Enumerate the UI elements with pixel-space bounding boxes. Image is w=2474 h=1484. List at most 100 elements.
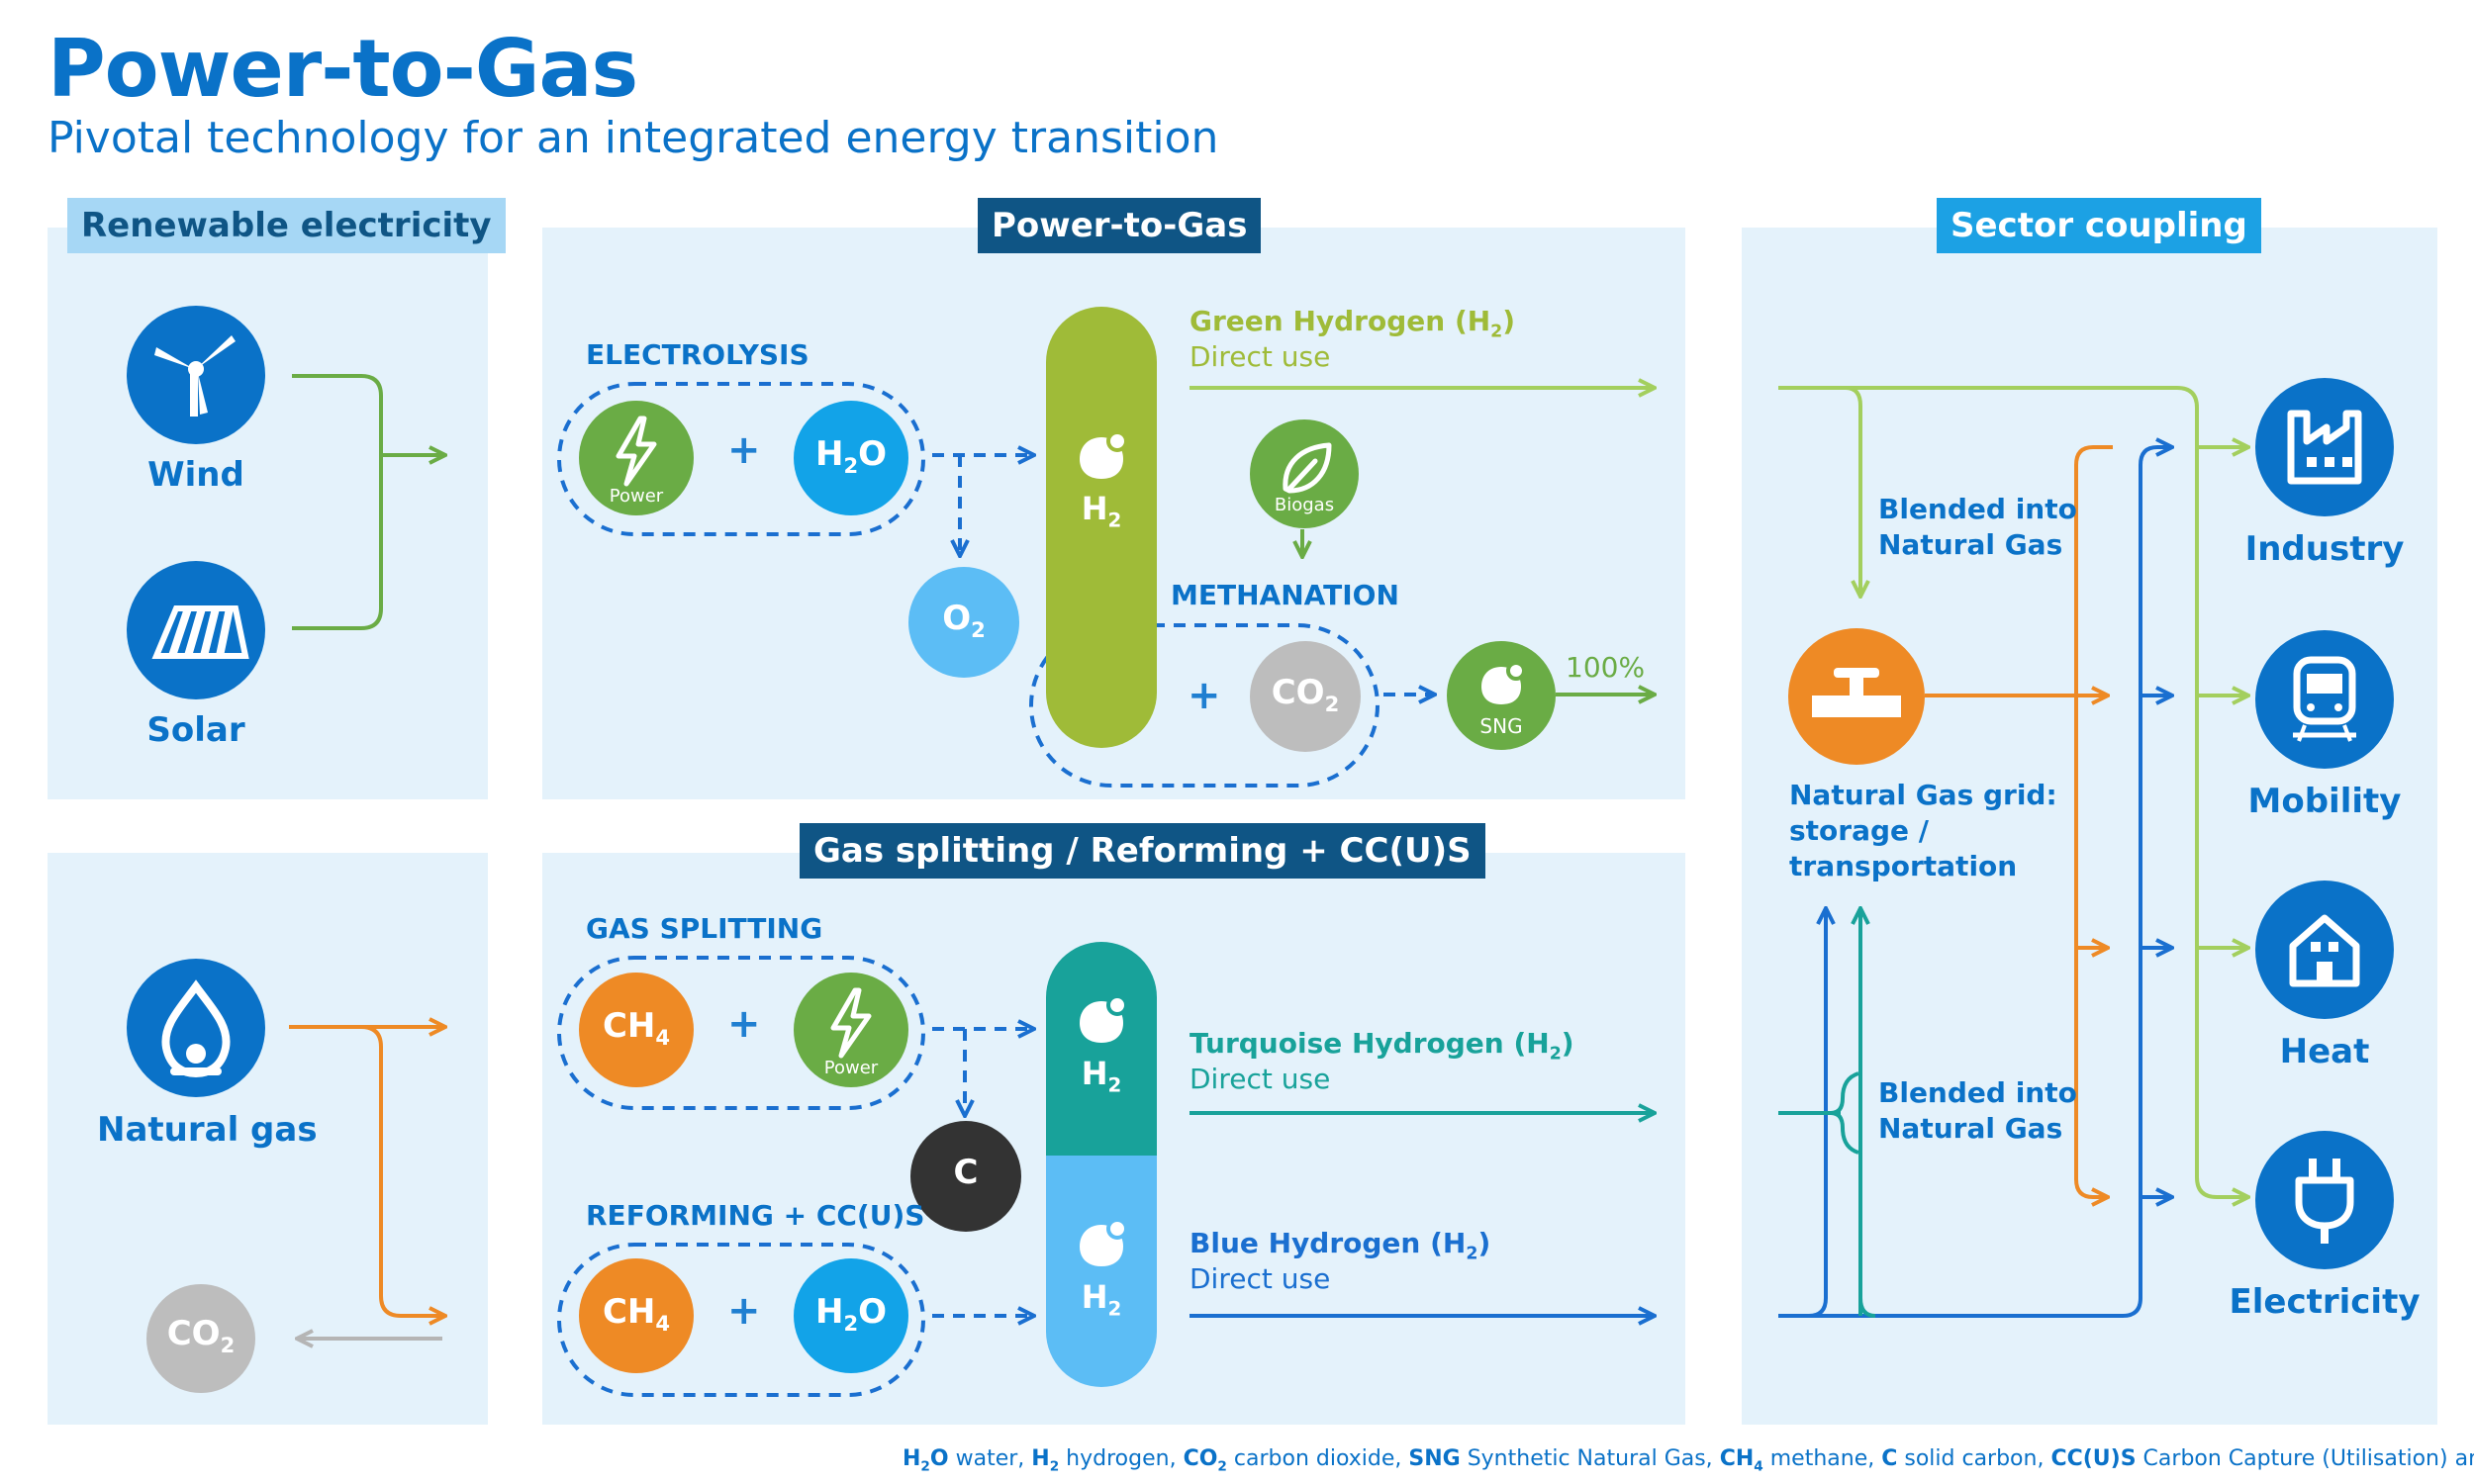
footer-legend-entry: CO2 carbon dioxide, — [1183, 1446, 1409, 1475]
blue-h2-text: H2 — [1081, 1278, 1122, 1321]
splitting-header: Gas splitting / Reforming + CC(U)S — [800, 823, 1485, 879]
ch4-splitting-text: CH4 — [602, 1006, 671, 1050]
footer-legend-desc: water, — [948, 1446, 1032, 1471]
green-hydrogen-use: Direct use — [1189, 340, 1331, 373]
turquoise-hydrogen-segment — [1046, 942, 1157, 1156]
electricity-plug-icon — [2255, 1131, 2394, 1269]
footer-legend-entry: CH4 methane, — [1719, 1446, 1882, 1475]
footer-legend-desc: Synthetic Natural Gas, — [1460, 1446, 1720, 1471]
power-text: Power — [609, 486, 664, 507]
gas-splitting-label: GAS SPLITTING — [586, 912, 823, 945]
footer-legend-entry: CC(U)S Carbon Capture (Utilisation) and … — [2050, 1446, 2474, 1471]
solar-label: Solar — [146, 710, 245, 750]
hydrogen-bubble-icon — [1080, 1218, 1128, 1266]
leaf-icon — [1283, 442, 1332, 494]
ch4-reforming-circle: CH4 — [579, 1258, 694, 1373]
ch4-reforming-text: CH4 — [602, 1292, 671, 1336]
reforming-label: REFORMING + CC(U)S — [586, 1199, 925, 1232]
footer-legend-abbr: CO2 — [1183, 1446, 1227, 1475]
blue-hydrogen-segment — [1046, 1156, 1157, 1387]
blended-top-line1: Blended into — [1878, 493, 2077, 525]
co2-methanation-text: CO2 — [1271, 673, 1340, 716]
turquoise-hydrogen-name: Turquoise Hydrogen (H2) — [1189, 1027, 1574, 1065]
blended-bottom-line1: Blended into — [1878, 1076, 2077, 1109]
sng-percent: 100% — [1566, 651, 1646, 684]
h2o-text: H2O — [814, 434, 888, 478]
footer-legend-desc: Carbon Capture (Utilisation) and Storage — [2142, 1446, 2474, 1471]
footer-legend-abbr: C — [1881, 1446, 1898, 1471]
blended-top-line2: Natural Gas — [1878, 528, 2063, 561]
sng-circle: SNG — [1447, 641, 1556, 750]
power-splitting-circle: Power — [794, 973, 908, 1087]
renewable-header: Renewable electricity — [67, 198, 506, 253]
plus-sign-splitting: + — [727, 1001, 761, 1047]
coupling-header: Sector coupling — [1937, 198, 2261, 253]
o2-circle: O2 — [908, 567, 1019, 678]
industry-icon — [2255, 378, 2394, 516]
ptg-header: Power-to-Gas — [978, 198, 1262, 253]
turquoise-h2-text: H2 — [1081, 1055, 1122, 1097]
sng-text: SNG — [1479, 714, 1523, 738]
pipe-valve-icon — [1812, 668, 1901, 717]
electrolysis-label: ELECTROLYSIS — [586, 338, 809, 371]
heat-house-icon — [2255, 881, 2394, 1019]
footer-legend: H2O water, H2 hydrogen, CO2 carbon dioxi… — [903, 1446, 2474, 1475]
turquoise-blue-pill — [1046, 942, 1157, 1387]
methanation-label: METHANATION — [1171, 579, 1399, 611]
h2o-reforming-circle: H2O — [794, 1258, 908, 1373]
wind-icon — [127, 306, 265, 444]
co2-methanation-circle: CO2 — [1250, 641, 1361, 752]
page-subtitle: Pivotal technology for an integrated ene… — [48, 113, 1219, 163]
footer-legend-abbr: CH4 — [1719, 1446, 1763, 1475]
co2-source-text: CO2 — [166, 1314, 236, 1357]
plus-sign-reforming: + — [727, 1288, 761, 1334]
hydrogen-bubble-icon — [1080, 994, 1128, 1043]
natural-gas-flame-icon — [127, 959, 265, 1097]
footer-legend-abbr: CC(U)S — [2050, 1446, 2137, 1471]
footer-legend-entry: SNG Synthetic Natural Gas, — [1408, 1446, 1719, 1471]
grid-line3: transportation — [1789, 850, 2018, 882]
lightning-icon — [830, 987, 872, 1059]
blended-bottom-line2: Natural Gas — [1878, 1112, 2063, 1145]
lightning-icon — [616, 416, 657, 487]
footer-legend-entry: C solid carbon, — [1881, 1446, 2050, 1471]
green-h2-text: H2 — [1081, 490, 1122, 532]
h2o-reforming-text: H2O — [814, 1292, 888, 1336]
gas-grid-circle — [1788, 628, 1925, 765]
footer-legend-abbr: SNG — [1408, 1446, 1461, 1471]
sng-bubble-icon — [1481, 661, 1526, 704]
blue-hydrogen-use: Direct use — [1189, 1262, 1331, 1295]
hydrogen-bubble-icon — [1080, 430, 1128, 479]
natural-gas-label: Natural gas — [97, 1110, 318, 1150]
plus-sign-methanation: + — [1188, 673, 1221, 718]
solar-icon — [127, 561, 265, 699]
mobility-label: Mobility — [2247, 782, 2402, 821]
footer-legend-abbr: H2O — [903, 1446, 949, 1475]
carbon-text: C — [953, 1153, 979, 1192]
turquoise-hydrogen-use: Direct use — [1189, 1063, 1331, 1095]
page-title: Power-to-Gas — [48, 23, 638, 115]
plus-sign: + — [727, 427, 761, 473]
ch4-splitting-circle: CH4 — [579, 973, 694, 1087]
industry-label: Industry — [2244, 529, 2405, 569]
footer-legend-entry: H2 hydrogen, — [1031, 1446, 1184, 1474]
grid-line2: storage / — [1789, 814, 1929, 847]
power-circle: Power — [579, 401, 694, 515]
o2-text: O2 — [942, 599, 986, 642]
h2o-circle: H2O — [794, 401, 908, 515]
carbon-circle: C — [910, 1121, 1021, 1232]
footer-legend-desc: carbon dioxide, — [1226, 1446, 1409, 1471]
mobility-icon — [2255, 630, 2394, 769]
footer-legend-desc: solid carbon, — [1897, 1446, 2051, 1471]
co2-source-circle: CO2 — [146, 1284, 255, 1393]
green-hydrogen-pill — [1046, 307, 1157, 748]
power-splitting-text: Power — [823, 1058, 879, 1078]
footer-legend-desc: methane, — [1762, 1446, 1882, 1471]
blue-hydrogen-name: Blue Hydrogen (H2) — [1189, 1227, 1491, 1264]
footer-legend-desc: hydrogen, — [1059, 1446, 1184, 1471]
electricity-label: Electricity — [2229, 1282, 2421, 1322]
renewable-panel — [48, 228, 488, 799]
footer-legend-entry: H2O water, — [903, 1446, 1032, 1475]
